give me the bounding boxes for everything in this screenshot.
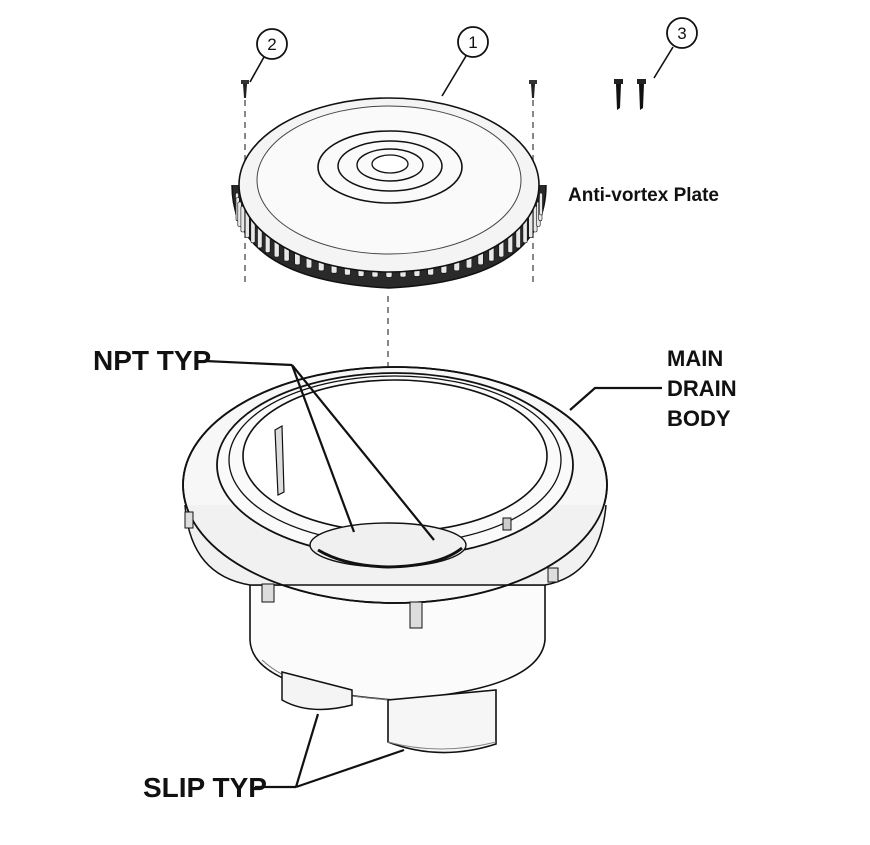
slip-outlet-right	[387, 689, 497, 754]
leader-lines	[204, 359, 662, 789]
main-drain-body	[182, 366, 608, 754]
slip-outlet-left	[281, 671, 353, 711]
label-body-line: BODY	[667, 406, 731, 431]
callout-2: 2	[249, 28, 288, 83]
label-drain-line: DRAIN	[667, 376, 737, 401]
plate-slot	[539, 192, 543, 216]
callout-3-number: 3	[677, 24, 686, 43]
anti-vortex-plate	[231, 97, 547, 289]
label-slip-typ: SLIP TYP	[143, 772, 267, 803]
callout-1-number: 1	[468, 33, 477, 52]
callout-1: 1	[441, 26, 489, 97]
screw-right	[529, 80, 537, 98]
label-npt-typ: NPT TYP	[93, 345, 211, 376]
label-anti-vortex-plate: Anti-vortex Plate	[568, 185, 719, 206]
label-main-line: MAIN	[667, 346, 723, 371]
callout-2-number: 2	[267, 35, 276, 54]
plate-slot	[240, 205, 245, 233]
loose-screws	[614, 79, 646, 110]
screw-left	[241, 80, 249, 98]
callout-3: 3	[653, 17, 698, 79]
